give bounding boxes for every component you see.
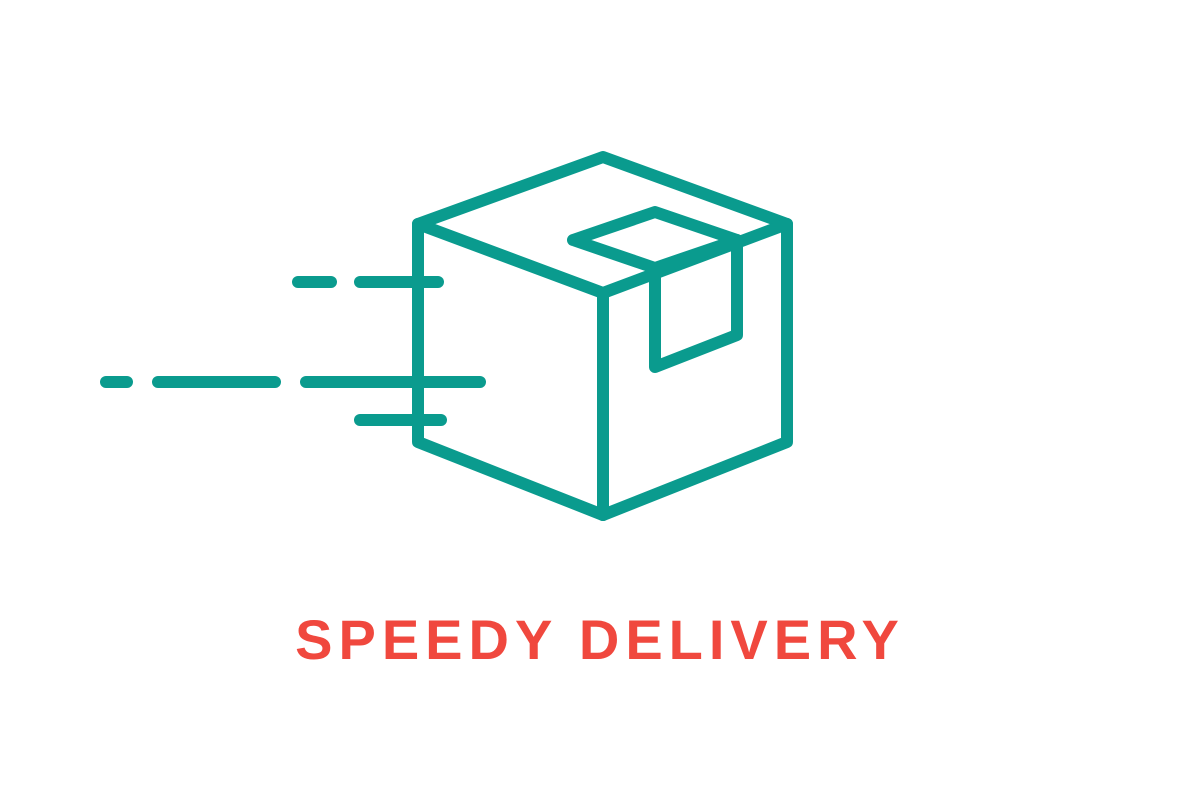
headline: SPEEDY DELIVERY	[295, 608, 905, 671]
package-box-icon	[412, 151, 793, 521]
speed-lines-icon	[100, 276, 486, 426]
box-tape-side	[649, 234, 743, 373]
box-tape-top	[567, 206, 743, 274]
